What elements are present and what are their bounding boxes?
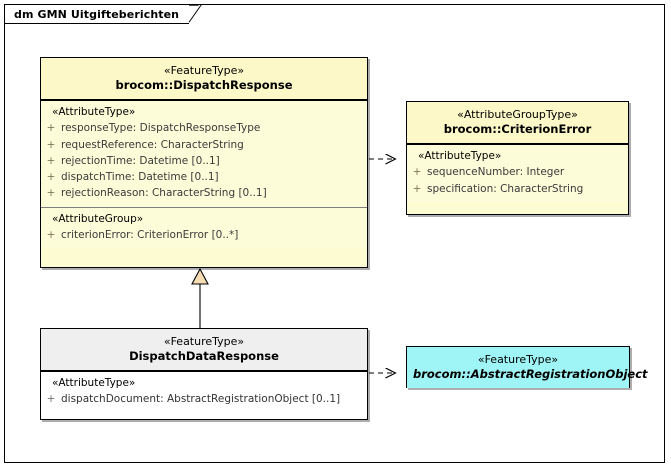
diagram-title-box: dm GMN Uitgifteberichten bbox=[4, 4, 190, 24]
attribute-row[interactable]: + dispatchTime: Datetime [0..1] bbox=[41, 169, 367, 185]
attribute-visibility: + bbox=[412, 182, 422, 195]
attribute-text: specification: CharacterString bbox=[427, 182, 584, 195]
compartment-stereotype: «AttributeGroup» bbox=[52, 212, 144, 225]
attribute-text: dispatchDocument: AbstractRegistrationOb… bbox=[61, 393, 341, 406]
compartment-attribute-type: «AttributeType» + responseType: Dispatch… bbox=[41, 101, 367, 207]
attribute-text: rejectionReason: CharacterString [0..1] bbox=[61, 187, 267, 200]
attribute-visibility: + bbox=[46, 228, 56, 241]
attribute-row[interactable]: + dispatchDocument: AbstractRegistration… bbox=[41, 391, 367, 407]
attribute-visibility: + bbox=[46, 154, 56, 167]
attribute-text: dispatchTime: Datetime [0..1] bbox=[61, 171, 219, 184]
class-header-criterion-error: «AttributeGroupType» brocom::CriterionEr… bbox=[407, 102, 628, 146]
compartment-attribute-group: «AttributeGroup» + criterionError: Crite… bbox=[41, 206, 367, 249]
attribute-row[interactable]: + requestReference: CharacterString bbox=[41, 137, 367, 153]
attribute-row[interactable]: + sequenceNumber: Integer bbox=[407, 164, 628, 180]
attribute-text: rejectionTime: Datetime [0..1] bbox=[61, 154, 220, 167]
diagram-title-label: dm GMN Uitgifteberichten bbox=[14, 7, 180, 21]
compartment-stereotype: «AttributeType» bbox=[52, 377, 136, 390]
attribute-text: responseType: DispatchResponseType bbox=[61, 122, 261, 135]
class-box-dispatch-data-response[interactable]: «FeatureType» DispatchDataResponse «Attr… bbox=[40, 328, 368, 420]
attribute-visibility: + bbox=[46, 171, 56, 184]
title-tab-slant-icon bbox=[188, 4, 202, 23]
attribute-visibility: + bbox=[46, 187, 56, 200]
class-header-dispatch-data-response: «FeatureType» DispatchDataResponse bbox=[41, 329, 367, 373]
class-box-dispatch-response[interactable]: «FeatureType» brocom::DispatchResponse «… bbox=[40, 57, 368, 268]
class-stereotype: «FeatureType» bbox=[163, 335, 245, 348]
attribute-row[interactable]: + criterionError: CriterionError [0..*] bbox=[41, 227, 367, 243]
class-name: brocom::AbstractRegistrationObject bbox=[413, 367, 648, 382]
attribute-text: sequenceNumber: Integer bbox=[427, 166, 565, 179]
attribute-visibility: + bbox=[412, 166, 422, 179]
compartment-attribute-type: «AttributeType» + dispatchDocument: Abst… bbox=[41, 372, 367, 413]
attribute-visibility: + bbox=[46, 122, 56, 135]
attribute-row[interactable]: + rejectionReason: CharacterString [0..1… bbox=[41, 185, 367, 201]
attribute-text: requestReference: CharacterString bbox=[61, 138, 244, 151]
class-box-criterion-error[interactable]: «AttributeGroupType» brocom::CriterionEr… bbox=[406, 101, 629, 215]
class-stereotype: «AttributeGroupType» bbox=[457, 108, 578, 121]
class-name: brocom::CriterionError bbox=[443, 122, 592, 137]
class-stereotype: «FeatureType» bbox=[163, 64, 245, 77]
compartment-attribute-type: «AttributeType» + sequenceNumber: Intege… bbox=[407, 145, 628, 202]
class-box-abstract-registration-object[interactable]: «FeatureType» brocom::AbstractRegistrati… bbox=[406, 346, 648, 389]
class-name: DispatchDataResponse bbox=[129, 349, 279, 364]
class-header-abstract-registration-object: «FeatureType» brocom::AbstractRegistrati… bbox=[407, 347, 648, 389]
class-stereotype: «FeatureType» bbox=[477, 353, 559, 366]
compartment-stereotype: «AttributeType» bbox=[52, 106, 136, 119]
attribute-text: criterionError: CriterionError [0..*] bbox=[61, 228, 239, 241]
class-name: brocom::DispatchResponse bbox=[115, 78, 293, 93]
attribute-row[interactable]: + specification: CharacterString bbox=[407, 181, 628, 197]
class-header-dispatch-response: «FeatureType» brocom::DispatchResponse bbox=[41, 58, 367, 102]
compartment-stereotype: «AttributeType» bbox=[418, 150, 502, 163]
attribute-row[interactable]: + rejectionTime: Datetime [0..1] bbox=[41, 153, 367, 169]
attribute-visibility: + bbox=[46, 393, 56, 406]
attribute-row[interactable]: + responseType: DispatchResponseType bbox=[41, 120, 367, 136]
attribute-visibility: + bbox=[46, 138, 56, 151]
